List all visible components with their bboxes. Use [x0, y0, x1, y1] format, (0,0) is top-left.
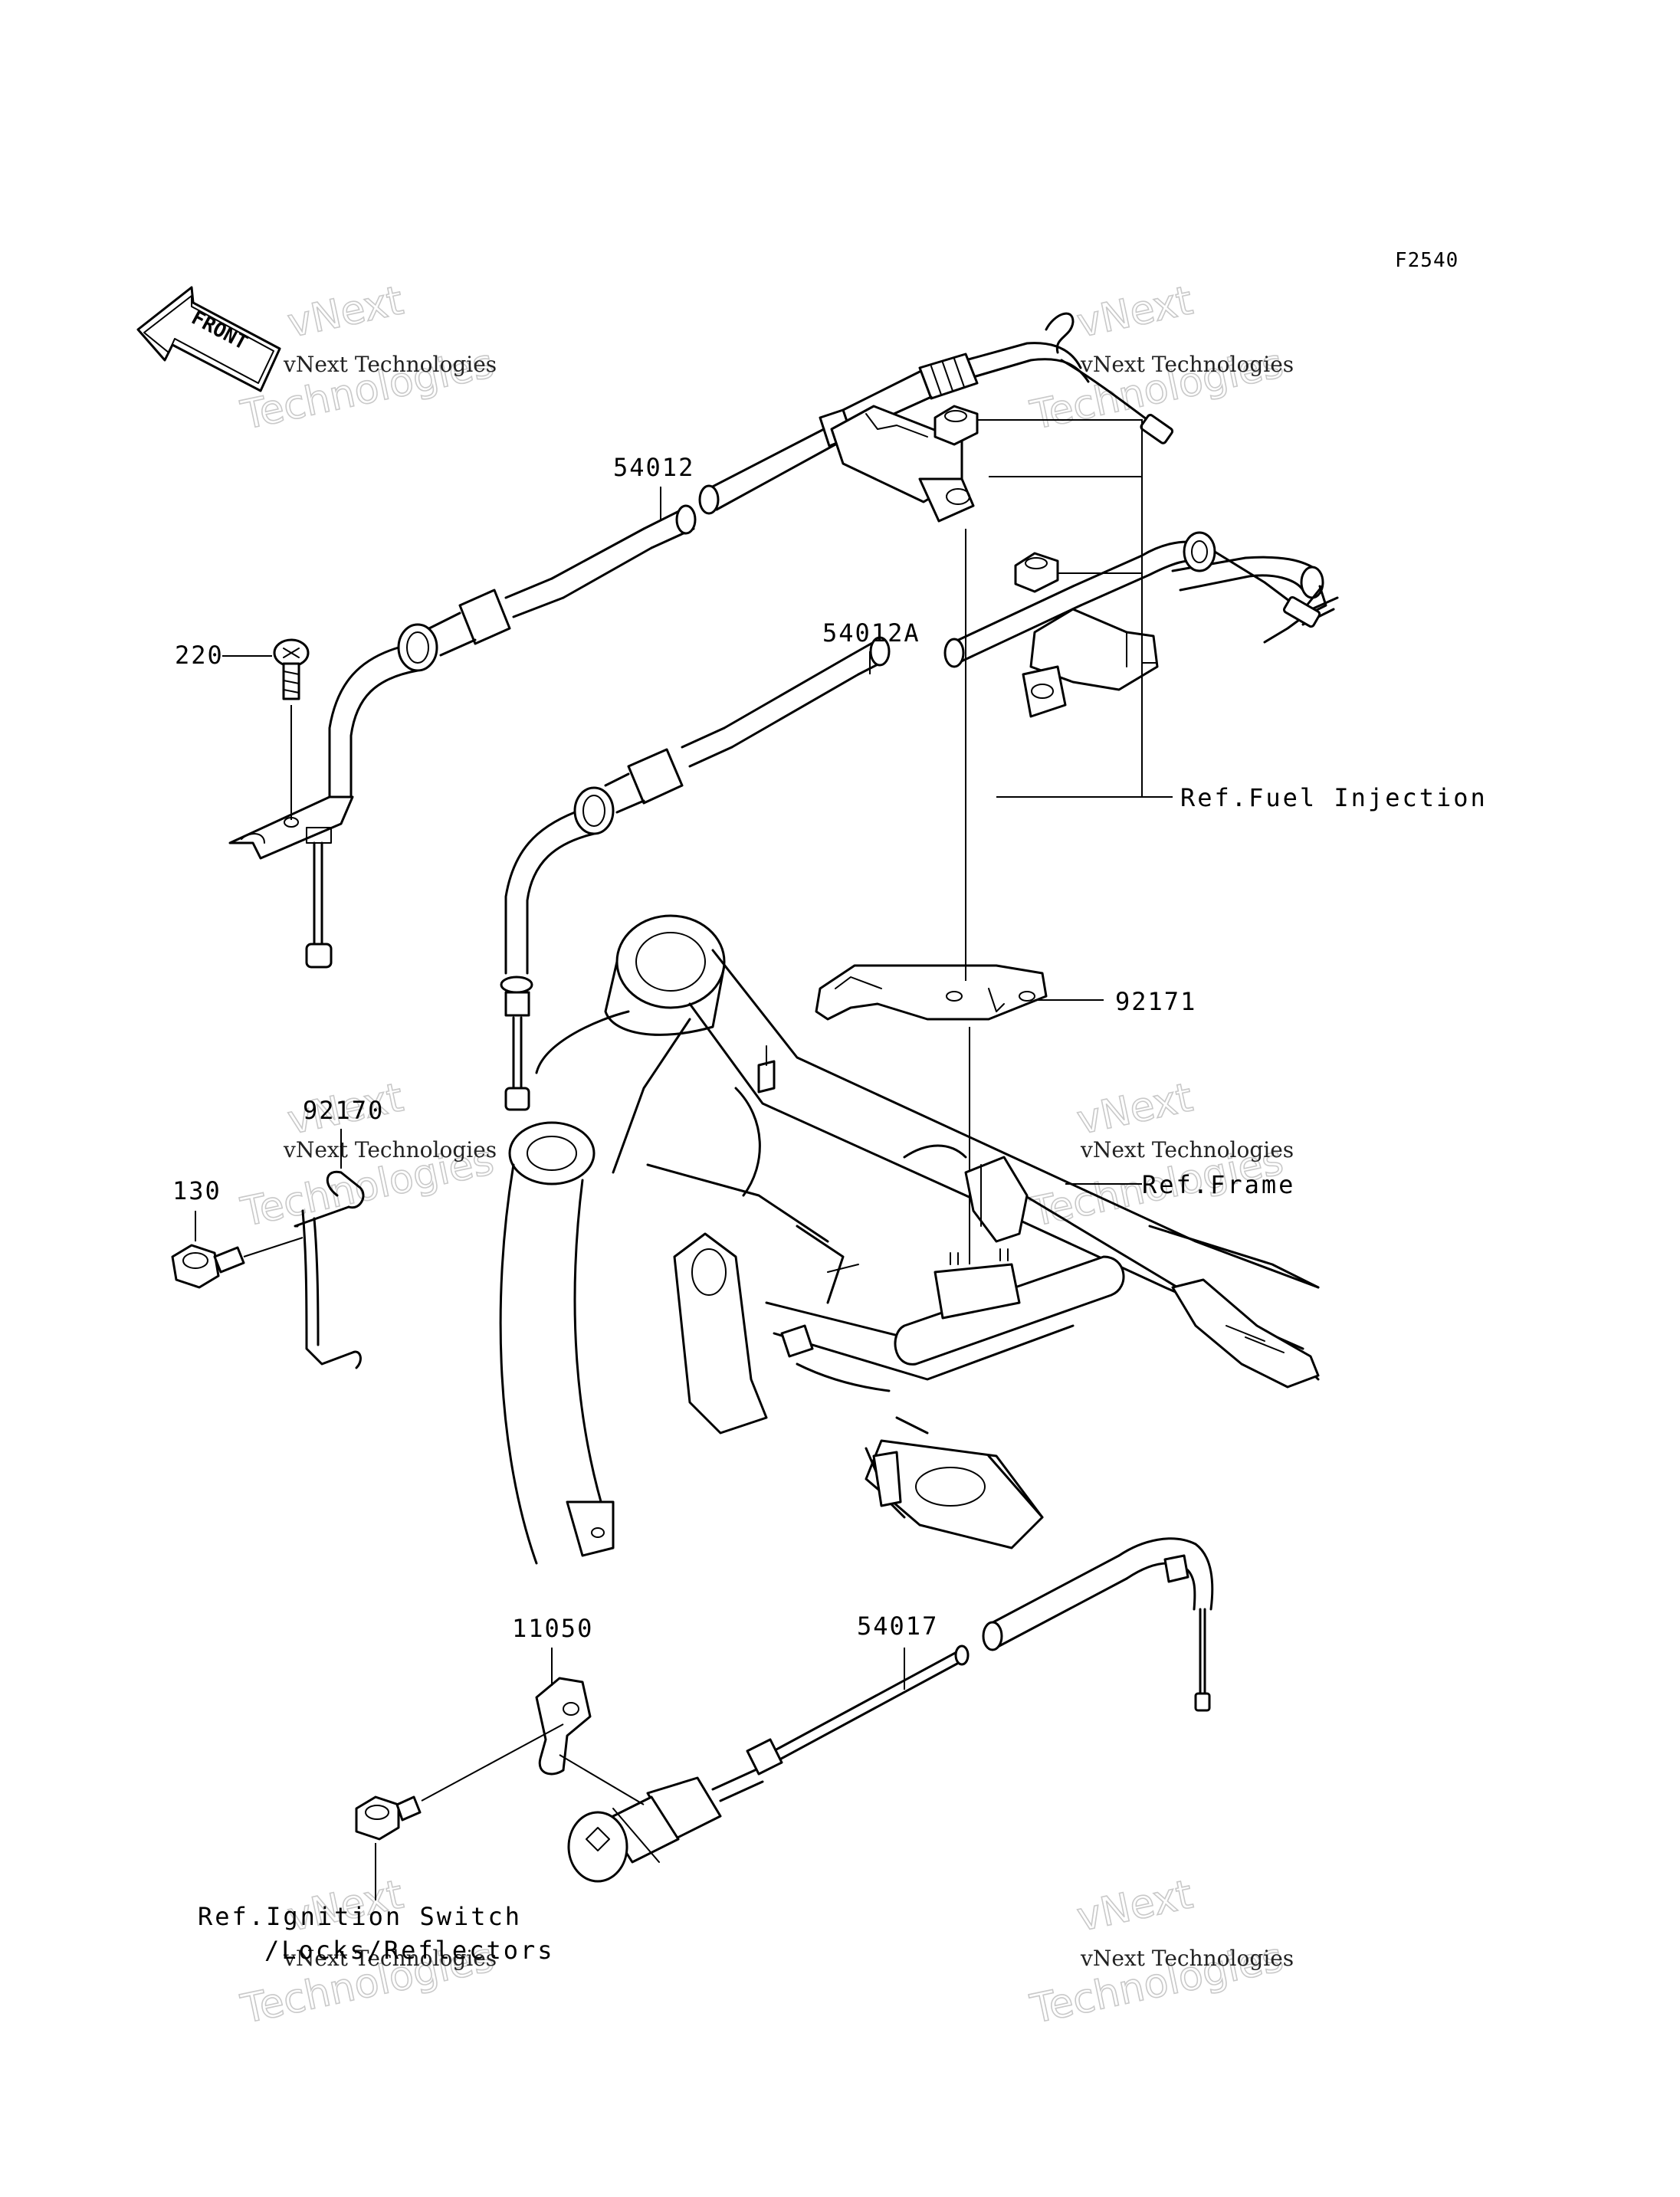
watermark-top-right: vNext Technologies vNext Technologies: [1025, 277, 1294, 440]
bolt-ignition: [355, 1795, 422, 1841]
watermark-big-vnext: vNext: [1073, 1871, 1196, 1940]
watermark-company: vNext Technologies: [1080, 1946, 1294, 1971]
fuel-injection-sensor-upper: [830, 405, 975, 523]
watermark-mid-right: vNext Technologies vNext Technologies: [1025, 1074, 1294, 1237]
watermark-company: vNext Technologies: [1080, 1137, 1294, 1162]
watermark-big-vnext: vNext: [1073, 277, 1196, 346]
bolt-220: [273, 638, 310, 700]
watermark-big-vnext: vNext: [1073, 1074, 1196, 1143]
part-92171: 92171: [1115, 987, 1196, 1016]
fuel-injection-nut-lower: [1014, 552, 1059, 593]
choke-cable-54017: [567, 1537, 1214, 1883]
part-54012: 54012: [613, 453, 694, 482]
part-11050: 11050: [512, 1614, 593, 1643]
front-arrow-icon: FRONT: [136, 286, 281, 392]
fuel-injection-nut-upper: [934, 405, 979, 446]
ref-frame: Ref.Frame: [1142, 1170, 1295, 1199]
watermark-mid-left: vNext Technologies vNext Technologies: [236, 1074, 498, 1237]
part-220: 220: [175, 641, 224, 670]
leader-bracket-to-choke: [559, 1754, 645, 1805]
watermark-company: vNext Technologies: [283, 352, 497, 377]
bolt-130: [171, 1244, 245, 1289]
watermark-bottom-right: vNext Technologies vNext Technologies: [1025, 1871, 1294, 2034]
clamp-92170: [294, 1170, 365, 1369]
bracket-92171: [815, 964, 1048, 1021]
bracket-11050: [535, 1677, 592, 1776]
watermark-company: vNext Technologies: [283, 1946, 497, 1971]
throttle-cable-54012A: [500, 531, 1339, 1111]
part-130: 130: [172, 1176, 221, 1205]
leader-130-to-clamp: [243, 1237, 304, 1258]
part-92170: 92170: [303, 1096, 384, 1125]
ref-fuel-injection: Ref.Fuel Injection: [1180, 783, 1488, 812]
diagram-code: F2540: [1395, 249, 1459, 272]
fuel-injection-sensor-lower: [1022, 608, 1159, 718]
leader-bolt-to-bracket: [421, 1723, 564, 1802]
ref-ignition-line2: /Locks/Reflectors: [264, 1936, 555, 1965]
throttle-cable-54012: [228, 312, 1174, 969]
part-54012A: 54012A: [822, 618, 920, 648]
watermark-company: vNext Technologies: [1080, 352, 1294, 377]
part-54017: 54017: [857, 1612, 938, 1641]
motorcycle-frame: [499, 914, 1320, 1565]
ref-ignition-line1: Ref.Ignition Switch: [198, 1902, 522, 1931]
leader-fuel-injection-top: [977, 419, 1143, 798]
watermark-company: vNext Technologies: [283, 1137, 497, 1162]
watermark-big-vnext: vNext: [284, 277, 407, 346]
